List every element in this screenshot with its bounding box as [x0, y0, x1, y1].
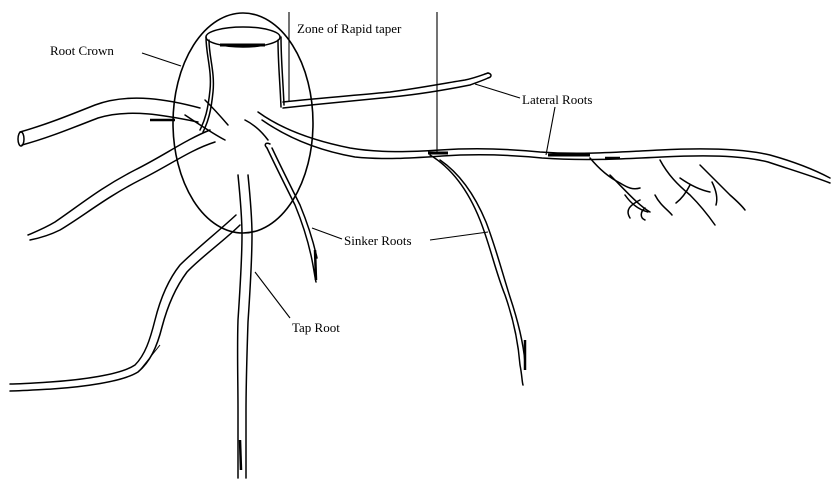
tap-root	[238, 175, 252, 478]
stump-top	[206, 27, 280, 47]
crown-internal-roots	[185, 100, 268, 140]
lateral-roots-leader	[475, 84, 520, 98]
lateral-roots-label: Lateral Roots	[522, 92, 592, 107]
fine-root-branches	[590, 158, 745, 225]
main-lateral-root	[258, 112, 830, 183]
tap-root-label: Tap Root	[292, 320, 340, 335]
left-sinker-root	[10, 215, 240, 391]
zone-of-rapid-taper-label: Zone of Rapid taper	[297, 21, 402, 36]
right-sinker-root	[430, 155, 525, 385]
root-crown-leader	[142, 53, 181, 66]
lateral-roots-leader-2	[546, 107, 555, 155]
sinker-roots-leader-left	[312, 228, 342, 239]
root-crown-label: Root Crown	[50, 43, 114, 58]
sinker-roots-label: Sinker Roots	[344, 233, 412, 248]
inner-sinker-root	[265, 143, 317, 282]
crown-body	[200, 37, 284, 132]
upper-right-lateral-root	[283, 73, 491, 108]
tap-root-leader	[255, 272, 290, 318]
sinker-roots-leader-right	[430, 232, 488, 240]
left-lower-lateral-root	[28, 130, 215, 240]
